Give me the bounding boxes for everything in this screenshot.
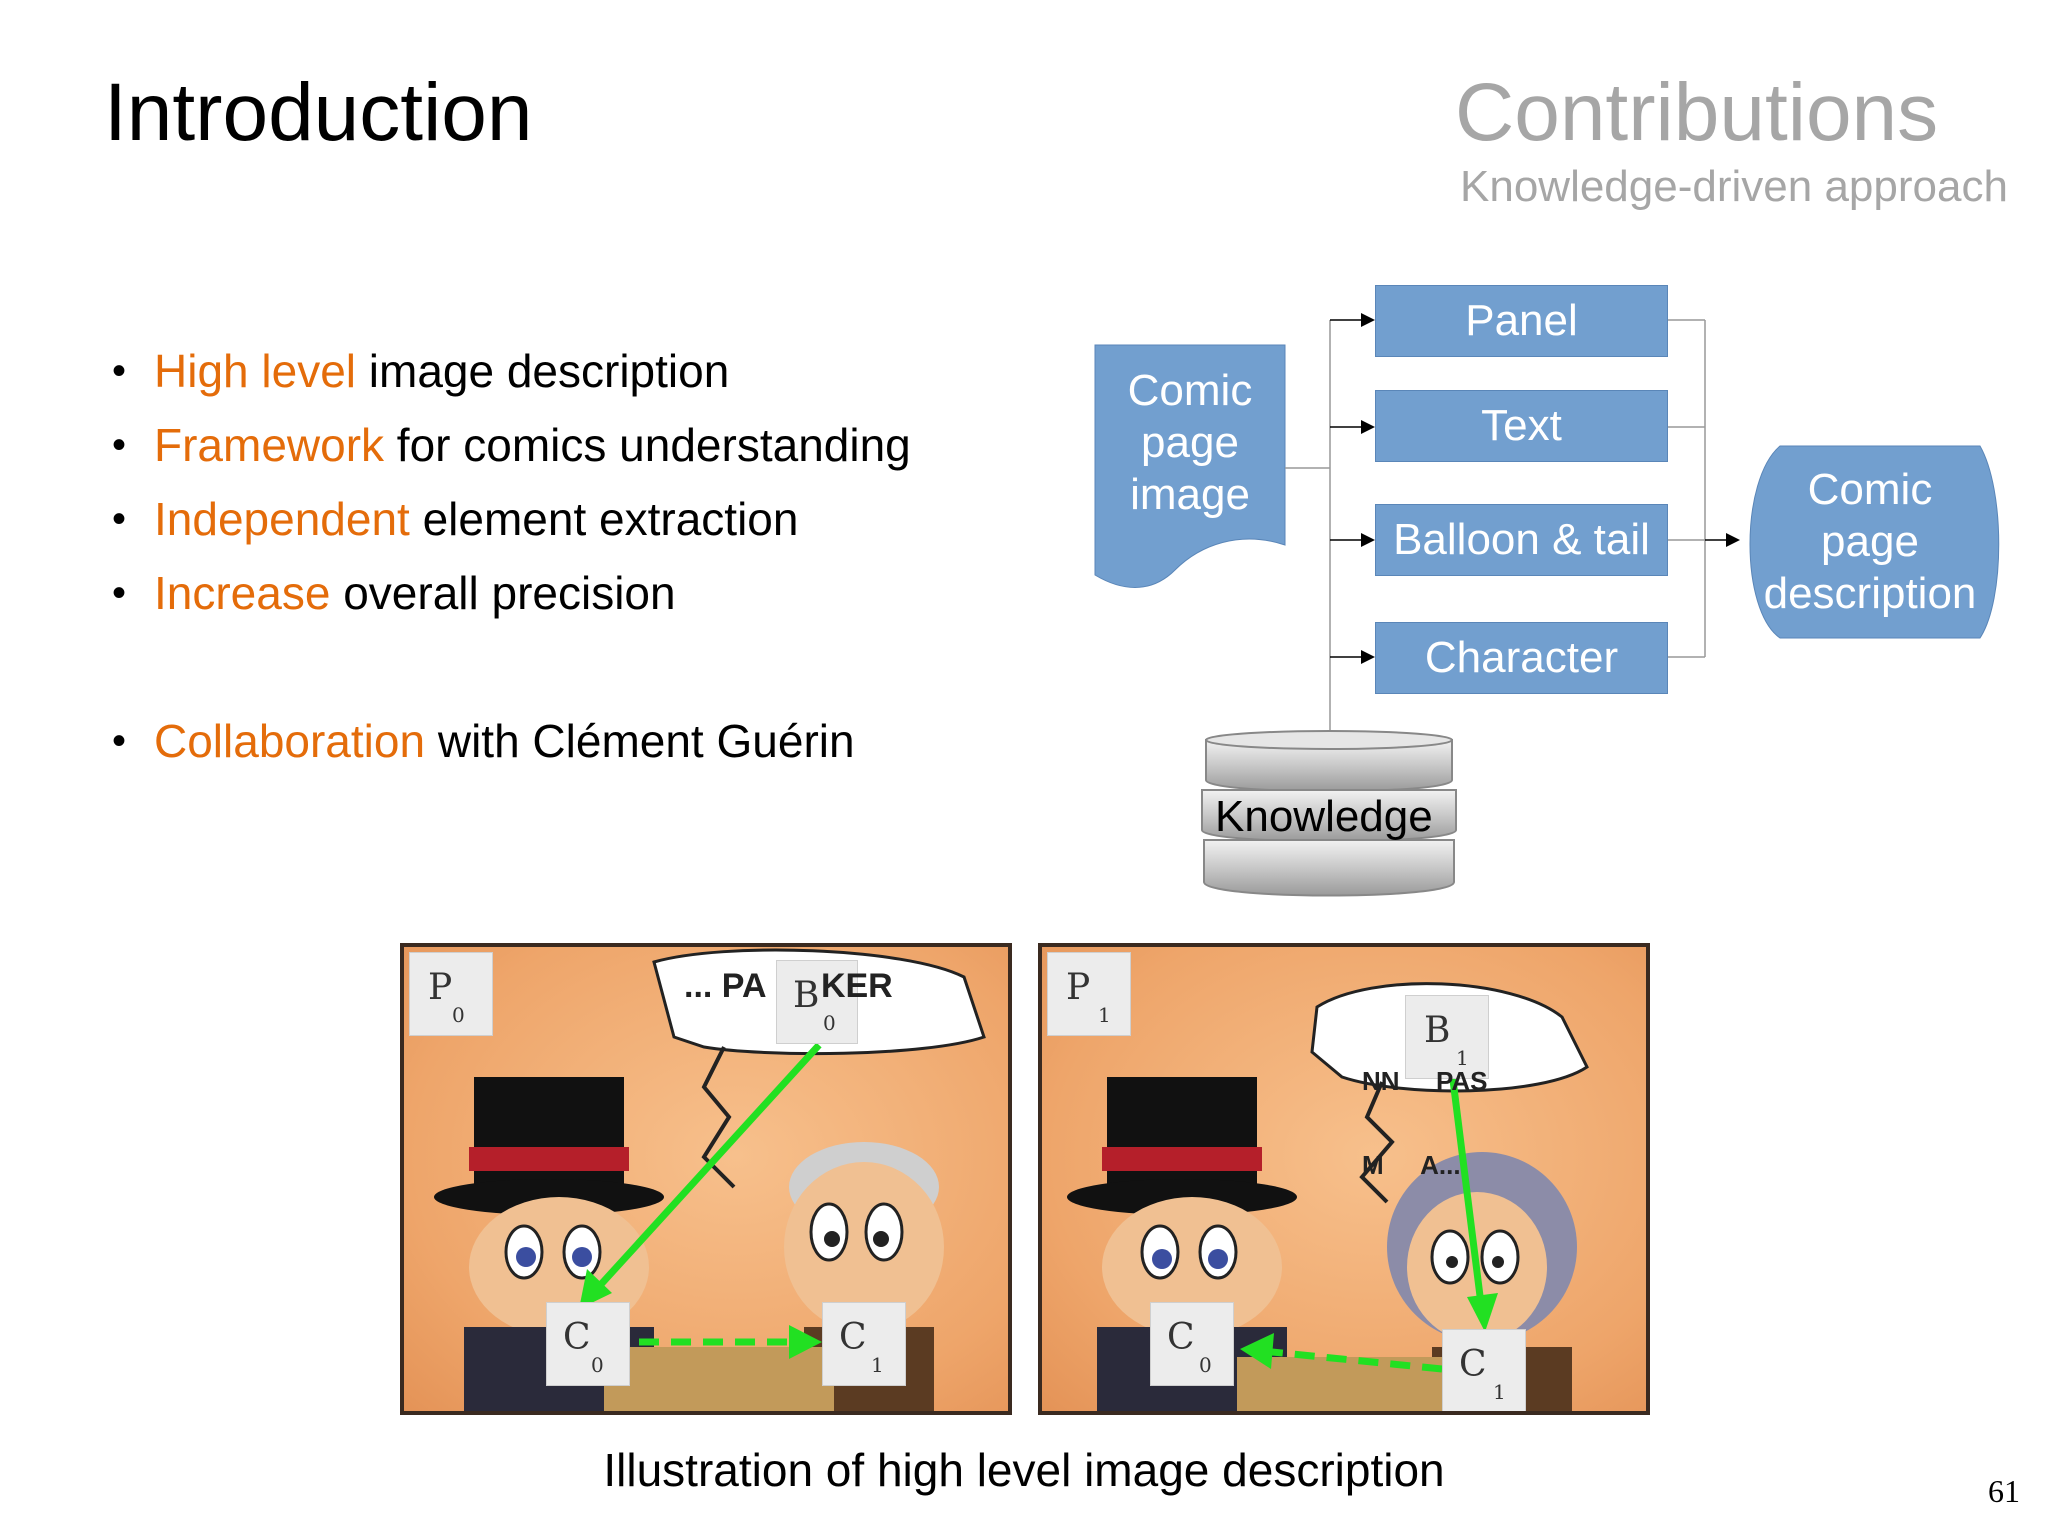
bullet-text: for comics understanding — [384, 419, 911, 471]
bullet-item: Independent element extraction — [112, 493, 911, 567]
output-shape — [1749, 445, 2000, 639]
output-label: Comic page description — [1750, 464, 1990, 620]
balloon-text-line: NN PAS — [1362, 1066, 1488, 1096]
knowledge-label: Knowledge — [1215, 792, 1433, 841]
knowledge-database-shape — [1201, 730, 1457, 897]
page-number: 61 — [1988, 1473, 2020, 1509]
step-text: Text — [1375, 390, 1668, 462]
step-balloon-tail: Balloon & tail — [1375, 504, 1668, 576]
output-line: Comic — [1807, 465, 1933, 514]
figure-caption: Illustration of high level image descrip… — [603, 1444, 1445, 1496]
balloon-text-right: NN PAS M A... — [1362, 1011, 1488, 1235]
bullet-highlight: Increase — [154, 567, 331, 619]
comic-illustration: P 0 B 0 C 0 C 1 ... PA KER — [400, 943, 1650, 1415]
balloon-label-b0: B 0 — [776, 960, 858, 1044]
bullet-item: Increase overall precision — [112, 567, 911, 641]
panel-label-p0: P 0 — [409, 952, 493, 1036]
section-subtitle: Knowledge-driven approach — [1460, 162, 2008, 211]
comic-panel-left: P 0 B 0 C 0 C 1 ... PA KER — [400, 943, 1012, 1415]
bullet-text: image description — [356, 345, 730, 397]
output-line: page — [1821, 517, 1919, 566]
bullet-item: Collaboration with Clément Guérin — [112, 715, 911, 789]
balloon-label-b1: B 1 — [1405, 995, 1489, 1079]
input-line: image — [1130, 470, 1250, 519]
bullet-highlight: High level — [154, 345, 356, 397]
input-line: Comic — [1127, 366, 1253, 415]
input-document-shape — [1094, 344, 1286, 588]
input-label: Comic page image — [1095, 365, 1285, 521]
panel-label-p1: P 1 — [1047, 952, 1131, 1036]
bullet-text: overall precision — [330, 567, 676, 619]
bullet-text: with Clément Guérin — [425, 715, 855, 767]
character-label-c1: C 1 — [822, 1302, 906, 1386]
character-label-c1-right: C 1 — [1442, 1329, 1526, 1411]
comic-panel-right: P 1 B 1 C 0 C 1 NN PAS M A... — [1038, 943, 1650, 1415]
balloon-text-left: ... PA KER — [684, 967, 893, 1005]
bullet-item: High level image description — [112, 345, 911, 419]
bullet-highlight: Collaboration — [154, 715, 426, 767]
character-label-c0: C 0 — [546, 1302, 630, 1386]
input-line: page — [1141, 418, 1239, 467]
comic-art-left — [434, 948, 986, 1411]
step-character: Character — [1375, 622, 1668, 694]
slide-title: Introduction — [104, 67, 533, 158]
bullet-item: Framework for comics understanding — [112, 419, 911, 493]
output-line: description — [1763, 569, 1977, 618]
bullet-list: High level image description Framework f… — [112, 345, 911, 789]
bullet-highlight: Independent — [154, 493, 410, 545]
comic-art-right — [1067, 982, 1589, 1411]
character-label-c0-right: C 0 — [1150, 1302, 1234, 1386]
bullet-text: element extraction — [409, 493, 799, 545]
diagram-connectors — [1094, 313, 2000, 897]
step-panel: Panel — [1375, 285, 1668, 357]
section-title: Contributions — [1455, 67, 1939, 158]
balloon-text-line: M A... — [1362, 1150, 1461, 1180]
bullet-highlight: Framework — [154, 419, 385, 471]
